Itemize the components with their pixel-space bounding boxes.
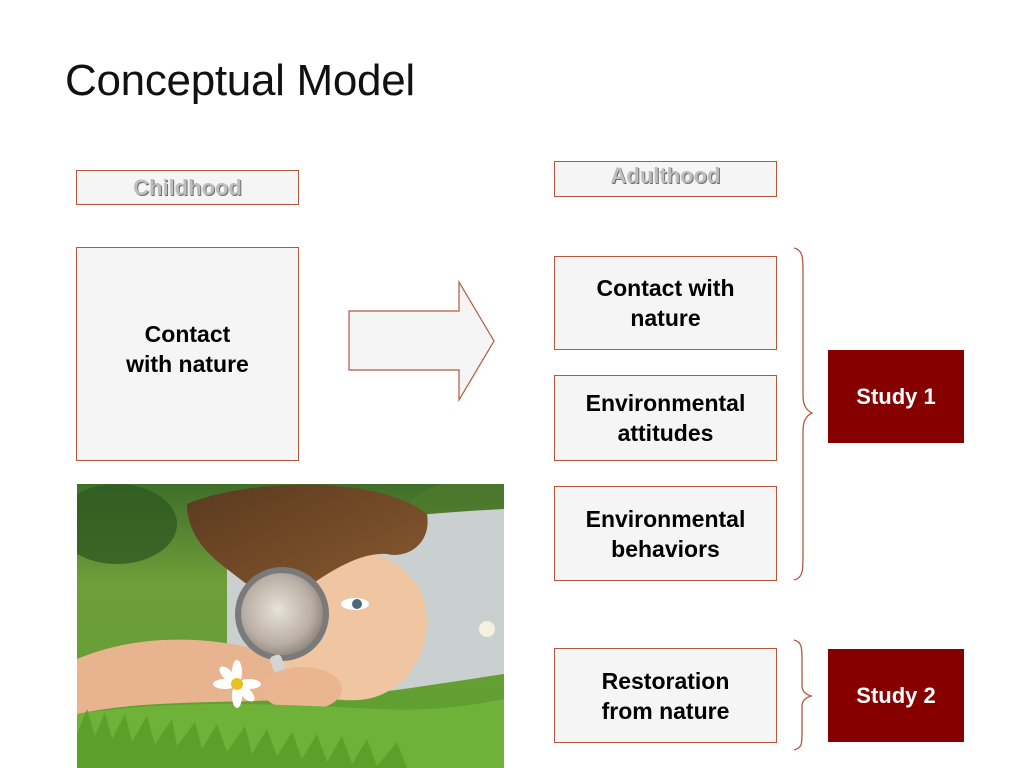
slide-title: Conceptual Model — [65, 56, 415, 105]
study-2-box: Study 2 — [828, 649, 964, 742]
childhood-header: Childhood — [76, 170, 299, 205]
right-arrow-icon — [348, 279, 495, 403]
adulthood-header: Adulthood — [554, 161, 777, 197]
study-1-brace-icon — [793, 247, 814, 581]
childhood-contact-box: Contact with nature — [76, 247, 299, 461]
environmental-attitudes-box: Environmental attitudes — [554, 375, 777, 461]
study-2-brace-icon — [793, 639, 814, 751]
adult-contact-box: Contact with nature — [554, 256, 777, 350]
study-1-box: Study 1 — [828, 350, 964, 443]
restoration-box: Restoration from nature — [554, 648, 777, 743]
boy-with-magnifying-glass-photo — [77, 484, 504, 768]
environmental-behaviors-box: Environmental behaviors — [554, 486, 777, 581]
